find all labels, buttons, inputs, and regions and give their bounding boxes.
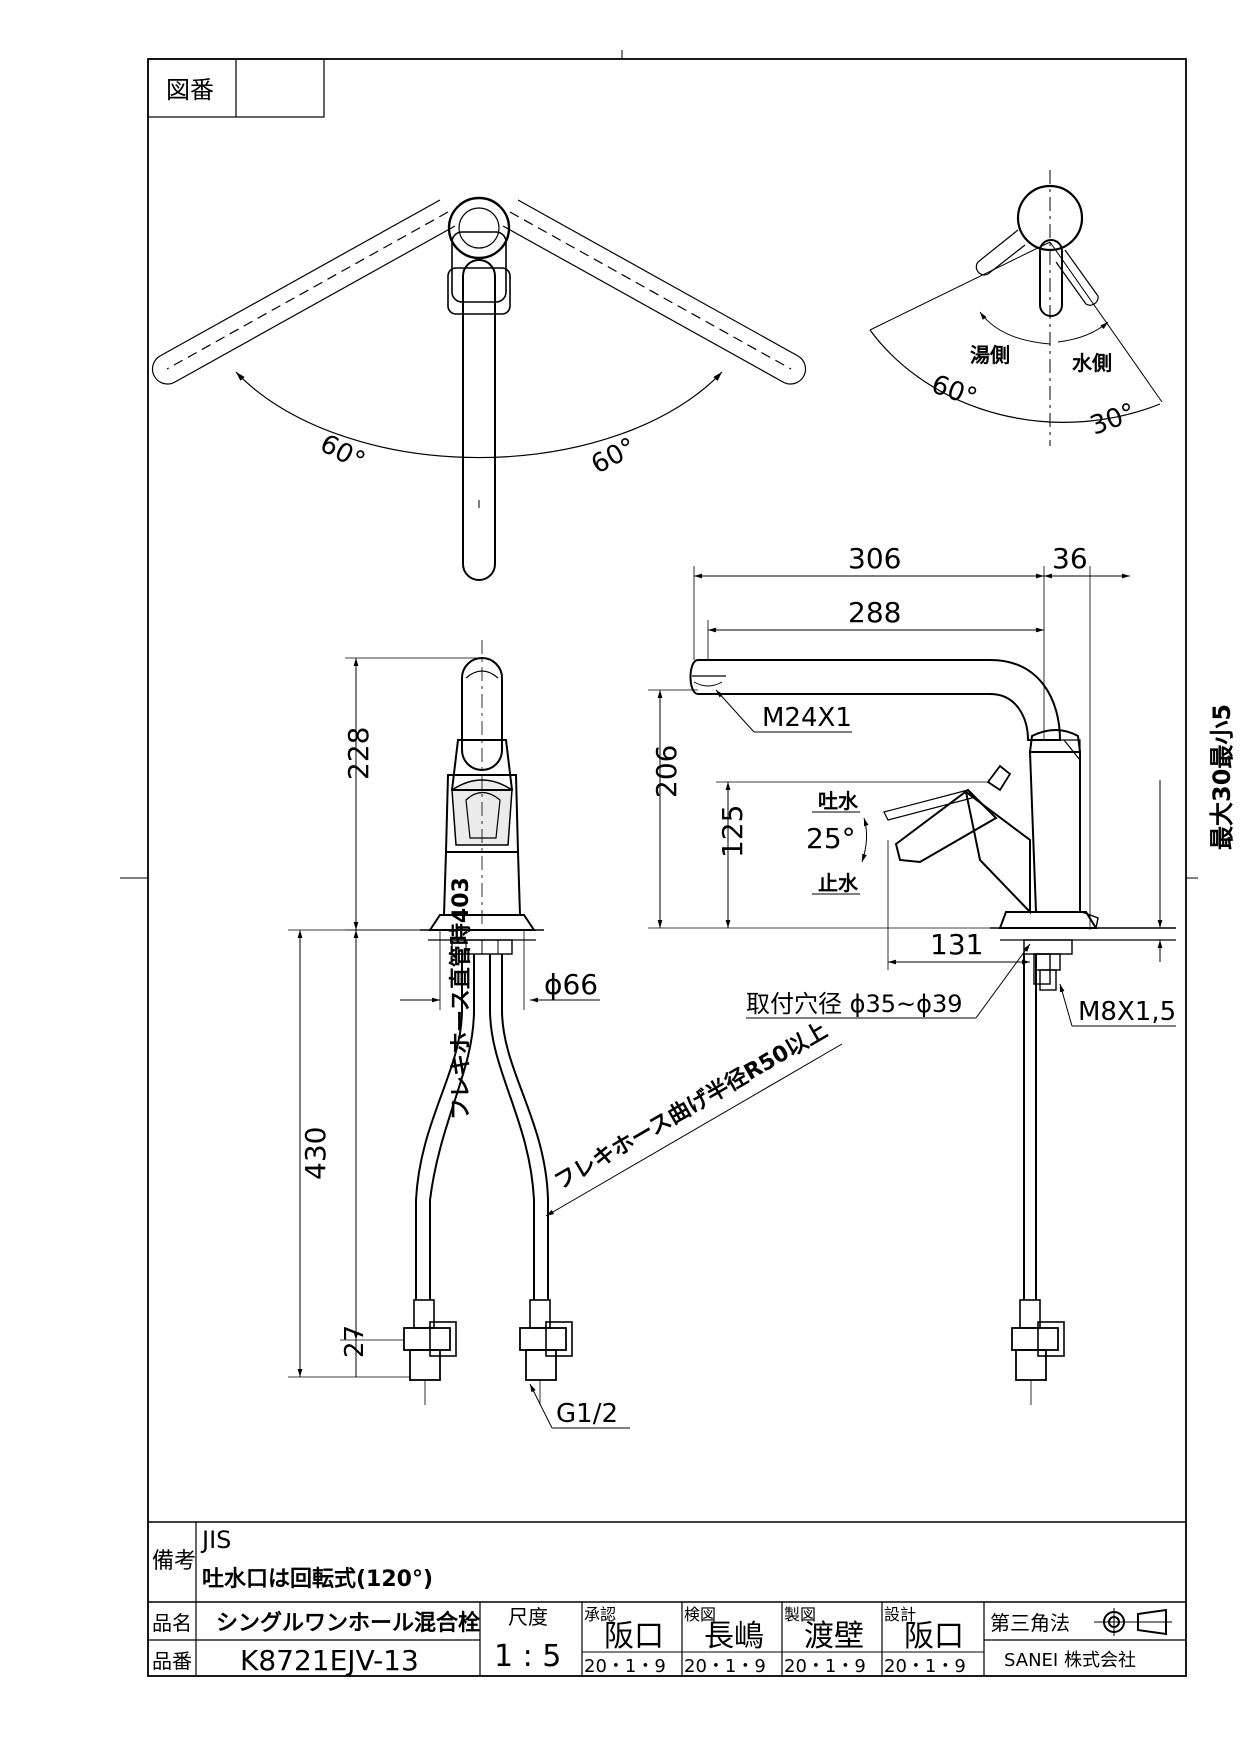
check-label: 検図 [684,1605,716,1624]
thread-g12: G1/2 [556,1399,618,1429]
hot-angle: 60° [927,370,981,414]
dim-430: 430 [299,1127,332,1180]
drawing-no-label: 図番 [166,76,214,104]
dim-131: 131 [930,928,983,961]
front-view: 228 430 フレキホース直管時403 27 ϕ66 フレキホース曲げ半径R5… [288,640,843,1429]
stop-label: 止水 [818,871,859,895]
part-number: K8721EJV-13 [240,1644,419,1677]
name-label: 品名 [152,1611,192,1635]
top-angle-right: 60° [586,432,641,480]
thread-m8x15: M8X1,5 [1078,997,1176,1027]
hot-side-label: 湯側 [970,343,1010,367]
notes-line2: 吐水口は回転式(120°) [202,1566,433,1592]
lever-view: 湯側 水側 60° 30° [869,170,1163,446]
border-frame [120,50,1198,1677]
design-name: 阪口 [904,1619,964,1654]
notes-block: 備考 JIS 吐水口は回転式(120°) [148,1521,1186,1676]
side-view: 306 36 288 M24X1 206 125 吐水 25° 止水 最大30最… [648,542,1236,1405]
spout-label: 吐水 [818,789,859,813]
dim-306: 306 [848,542,901,575]
top-angle-left: 60° [315,429,370,477]
company-name: SANEI 株式会社 [1004,1650,1136,1671]
approve-label: 承認 [584,1605,616,1624]
approve-name: 阪口 [604,1619,664,1654]
counter-thickness: 最大30最小5 [1208,704,1236,850]
cold-angle: 30° [1086,398,1140,442]
approve-date: 20・1・9 [584,1656,666,1677]
check-name: 長嶋 [704,1619,764,1654]
draw-label: 製図 [784,1605,816,1624]
scale-label: 尺度 [508,1605,548,1629]
dim-36: 36 [1052,542,1088,575]
mount-hole: 取付穴径 ϕ35~ϕ39 [746,990,962,1018]
dim-228: 228 [342,727,375,780]
projection-label: 第三角法 [990,1611,1070,1635]
thread-m24x1: M24X1 [762,703,852,733]
check-date: 20・1・9 [684,1656,766,1677]
notes-label: 備考 [152,1549,196,1574]
third-angle-projection-icon [1094,1608,1172,1636]
dim-diameter-66: ϕ66 [544,968,598,1001]
dim-27: 27 [340,1325,370,1358]
design-label: 設計 [884,1605,916,1624]
scale-value: 1 : 5 [494,1639,561,1674]
cold-side-label: 水側 [1072,351,1112,375]
design-date: 20・1・9 [884,1656,966,1677]
title-block: 品名 シングルワンホール混合栓 品番 K8721EJV-13 尺度 1 : 5 … [148,1601,1186,1677]
dim-125: 125 [716,805,749,858]
notes-line1: JIS [200,1526,231,1554]
hose-straight-note: フレキホース直管時403 [448,877,474,1120]
dim-288: 288 [848,596,901,629]
top-view: 60° 60° [151,196,807,581]
lever-angle-25: 25° [806,822,856,855]
dim-206: 206 [650,745,683,798]
draw-date: 20・1・9 [784,1656,866,1677]
hose-bend-note: フレキホース曲げ半径R50以上 [550,1017,832,1195]
part-label: 品番 [152,1649,192,1673]
drawing-number-box: 図番 [147,58,325,118]
draw-name: 渡壁 [804,1619,864,1654]
product-name: シングルワンホール混合栓 [216,1610,480,1636]
